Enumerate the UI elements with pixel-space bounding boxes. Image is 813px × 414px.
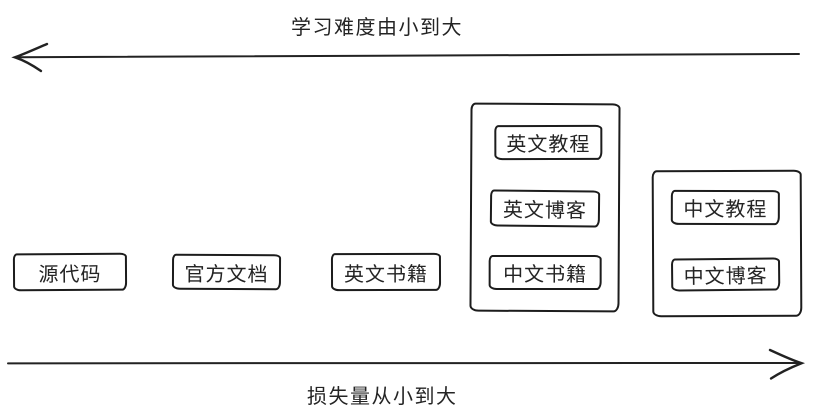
box-english-tutorial-label: 英文教程	[506, 133, 591, 157]
box-chinese-blog-label: 中文博客	[683, 265, 768, 289]
box-english-blog: 英文博客	[489, 189, 601, 228]
box-english-books: 英文书籍	[330, 252, 442, 292]
box-official-docs: 官方文档	[171, 253, 282, 291]
box-chinese-books: 中文书籍	[488, 254, 602, 291]
top-axis-label: 学习难度由小到大	[291, 17, 463, 39]
box-english-blog-label: 英文博客	[502, 199, 588, 223]
left-arrow-icon	[11, 42, 800, 73]
bottom-axis-label: 损失量从小到大	[307, 386, 458, 408]
box-chinese-tutorial: 中文教程	[670, 189, 780, 226]
group-english-resources: 英文教程 英文博客 中文书籍	[469, 102, 621, 313]
box-chinese-books-label: 中文书籍	[503, 263, 588, 287]
box-chinese-tutorial-label: 中文教程	[683, 198, 768, 222]
box-english-tutorial: 英文教程	[494, 124, 603, 161]
box-english-books-label: 英文书籍	[343, 263, 429, 286]
box-chinese-blog: 中文博客	[670, 257, 781, 292]
box-source-code-label: 源代码	[38, 263, 102, 286]
right-arrow-icon	[7, 348, 806, 380]
box-official-docs-label: 官方文档	[184, 263, 269, 286]
box-source-code: 源代码	[12, 252, 128, 292]
group-chinese-resources: 中文教程 中文博客	[651, 169, 803, 318]
